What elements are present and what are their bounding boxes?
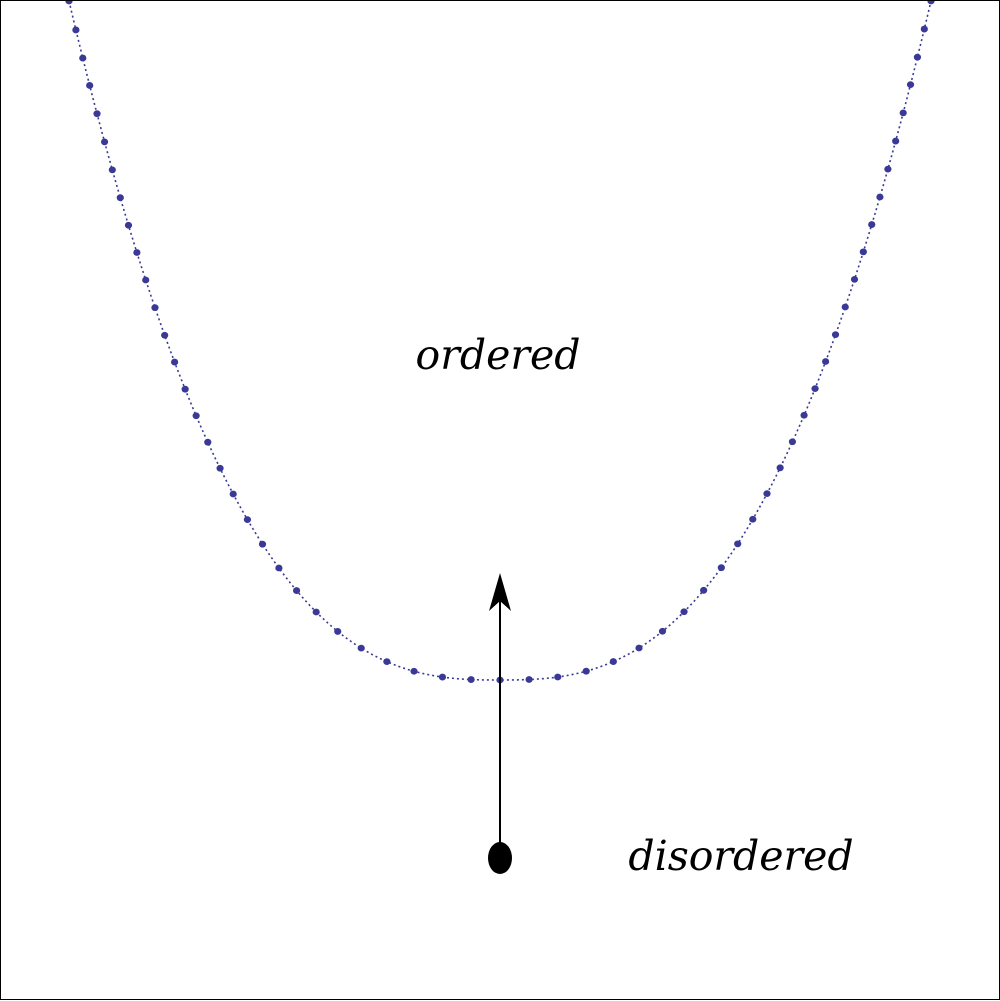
boundary-marker xyxy=(243,516,252,523)
boundary-marker xyxy=(312,608,320,616)
boundary-marker xyxy=(822,358,830,365)
boundary-marker xyxy=(79,54,87,62)
boundary-marker xyxy=(142,276,150,284)
boundary-marker xyxy=(859,248,867,256)
boundary-marker xyxy=(86,82,94,89)
boundary-marker xyxy=(258,540,267,548)
boundary-marker xyxy=(65,1,73,5)
boundary-marker xyxy=(776,464,784,472)
boundary-marker xyxy=(410,667,418,675)
arrow-head xyxy=(489,573,511,611)
boundary-marker xyxy=(170,358,179,366)
boundary-marker xyxy=(133,249,141,256)
boundary-marker xyxy=(116,194,124,202)
boundary-marker xyxy=(609,658,617,665)
boundary-marker xyxy=(124,221,133,229)
boundary-marker xyxy=(680,608,688,616)
boundary-marker xyxy=(763,490,771,498)
phase-boundary-line xyxy=(68,1,932,681)
boundary-marker xyxy=(899,109,907,117)
ordered-region-label: ordered xyxy=(416,331,581,379)
boundary-marker xyxy=(383,658,391,666)
phase-boundary xyxy=(65,1,935,684)
boundary-marker xyxy=(161,331,169,339)
boundary-marker xyxy=(192,412,200,420)
boundary-marker xyxy=(467,676,475,683)
transition-arrow xyxy=(488,573,512,874)
boundary-marker xyxy=(554,673,562,681)
boundary-marker xyxy=(658,627,667,635)
boundary-marker xyxy=(906,81,915,88)
boundary-marker xyxy=(876,193,884,201)
boundary-marker xyxy=(800,411,808,419)
boundary-marker xyxy=(229,490,237,498)
boundary-marker xyxy=(831,331,840,339)
boundary-marker xyxy=(892,137,900,145)
boundary-marker xyxy=(72,26,80,34)
boundary-marker xyxy=(582,667,590,675)
boundary-marker xyxy=(788,438,797,446)
boundary-marker xyxy=(635,644,643,652)
boundary-marker xyxy=(151,304,159,312)
boundary-marker xyxy=(734,540,742,548)
boundary-marker xyxy=(913,53,922,61)
boundary-marker xyxy=(108,166,116,174)
boundary-marker xyxy=(850,275,859,283)
boundary-marker xyxy=(841,303,849,311)
boundary-marker xyxy=(204,438,212,446)
boundary-marker xyxy=(216,464,224,472)
boundary-marker xyxy=(93,110,101,118)
boundary-marker xyxy=(100,138,109,146)
disordered-region-label: disordered xyxy=(628,832,853,880)
boundary-marker xyxy=(438,673,447,681)
boundary-marker xyxy=(357,644,365,652)
boundary-marker xyxy=(884,165,892,173)
boundary-marker xyxy=(920,25,928,33)
boundary-marker xyxy=(749,515,757,523)
phase-boundary-markers xyxy=(65,1,935,684)
boundary-marker xyxy=(292,587,301,594)
start-point-dot xyxy=(488,842,512,874)
boundary-marker xyxy=(868,221,876,228)
boundary-marker xyxy=(334,628,342,635)
boundary-marker xyxy=(525,676,533,683)
boundary-marker xyxy=(181,385,189,393)
boundary-marker xyxy=(717,564,725,572)
boundary-marker xyxy=(927,1,935,5)
boundary-marker xyxy=(700,586,708,594)
boundary-marker xyxy=(275,564,283,572)
boundary-marker xyxy=(811,385,819,393)
